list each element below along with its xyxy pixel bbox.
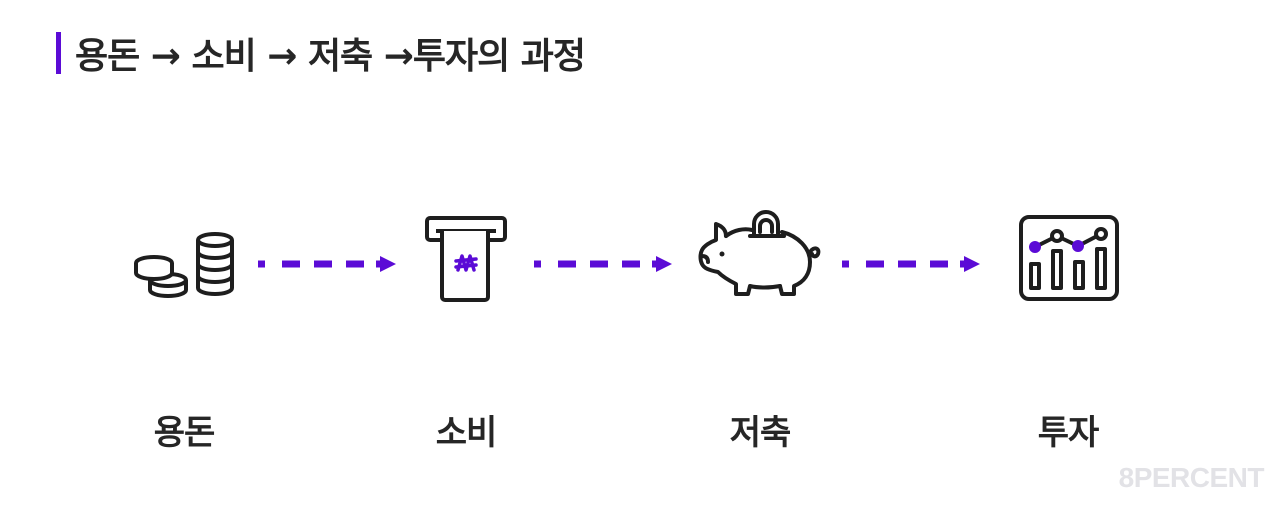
dashed-arrow-2: [534, 256, 672, 272]
coins-stack-icon: [134, 232, 234, 298]
title-text: 용돈 → 소비 → 저축 →투자의 과정: [75, 36, 586, 77]
title-accent-bar: [56, 32, 61, 74]
step-label-allowance: 용돈: [153, 413, 216, 453]
atm-cash-withdraw-icon: [425, 216, 507, 302]
brand-watermark: 8PERCENT: [1118, 462, 1265, 493]
piggy-bank-icon: [698, 210, 821, 296]
step-label-spending: 소비: [435, 413, 498, 453]
page-title: 용돈 → 소비 → 저축 →투자의 과정: [56, 30, 586, 77]
investment-chart-icon: [1019, 215, 1119, 301]
dashed-arrow-3: [842, 256, 980, 272]
step-label-investing: 투자: [1037, 413, 1100, 453]
step-label-saving: 저축: [729, 413, 792, 453]
dashed-arrow-1: [258, 256, 396, 272]
